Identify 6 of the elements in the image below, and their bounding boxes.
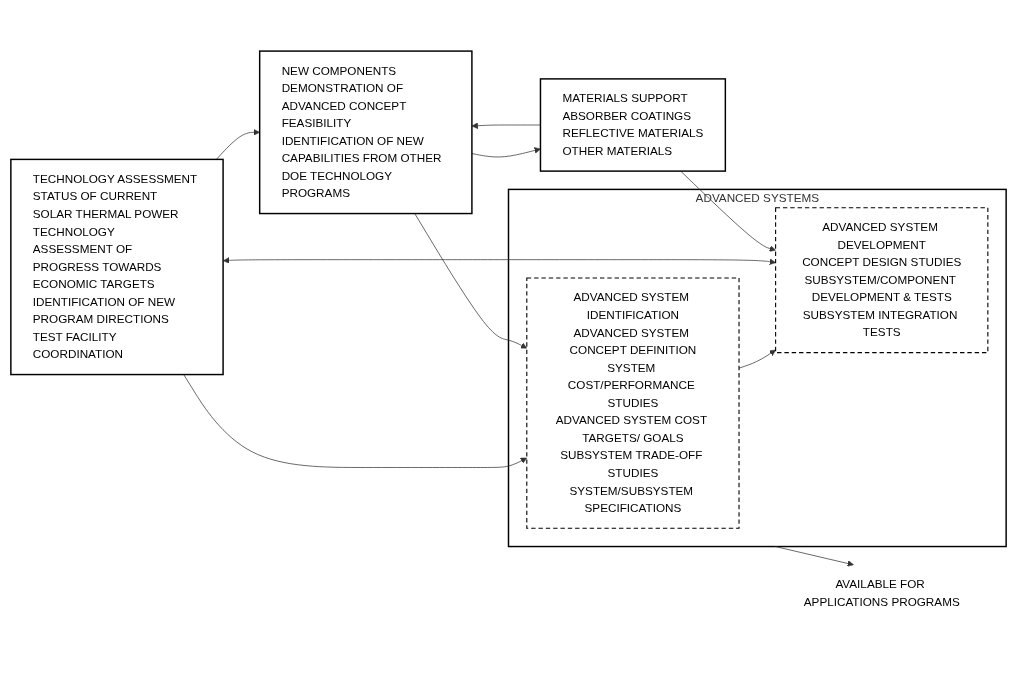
node-box: ADVANCED SYSTEM DEVELOPMENT CONCEPT DESIGN STUDIES SUBSYSTEM/COMPONENT DEVELOPMENT & TESTS SUBSYSTEM INTEGRATION TESTS [775, 207, 989, 354]
node-text: AVAILABLE FOR APPLICATIONS PROGRAMS [803, 578, 960, 609]
node-box: NEW COMPONENTS DEMONSTRATION OF ADVANCED CONCEPT FEASIBILITY IDENTIFICATION OF NEW CAPABILITIES FROM OTHER DOE TECHNOLOGY PROGRAMS [258, 50, 473, 215]
node-box: TECHNOLOGY ASSESSMENT STATUS OF CURRENT SOLAR THERMAL POWER TECHNOLOGY ASSESSMENT OF PROGRESS TOWARDS ECONOMIC TARGETS IDENTIFICATION OF NEW PROGRAM DIRECTIONS TEST FACILITY COORDINATION [10, 158, 224, 376]
node-box: ADVANCED SYSTEM IDENTIFICATION ADVANCED SYSTEM CONCEPT DEFINITION SYSTEM COST/PERFORMANCE STUDIES ADVANCED SYSTEM COST TARGETS/ GOALS SUBSYSTEM TRADE-OFF STUDIES SYSTEM/SUBSYSTEM SPECIFICATIONS [526, 277, 740, 529]
node-box: MATERIALS SUPPORT ABSORBER COATINGS REFLECTIVE MATERIALS OTHER MATERIALS [539, 78, 727, 172]
